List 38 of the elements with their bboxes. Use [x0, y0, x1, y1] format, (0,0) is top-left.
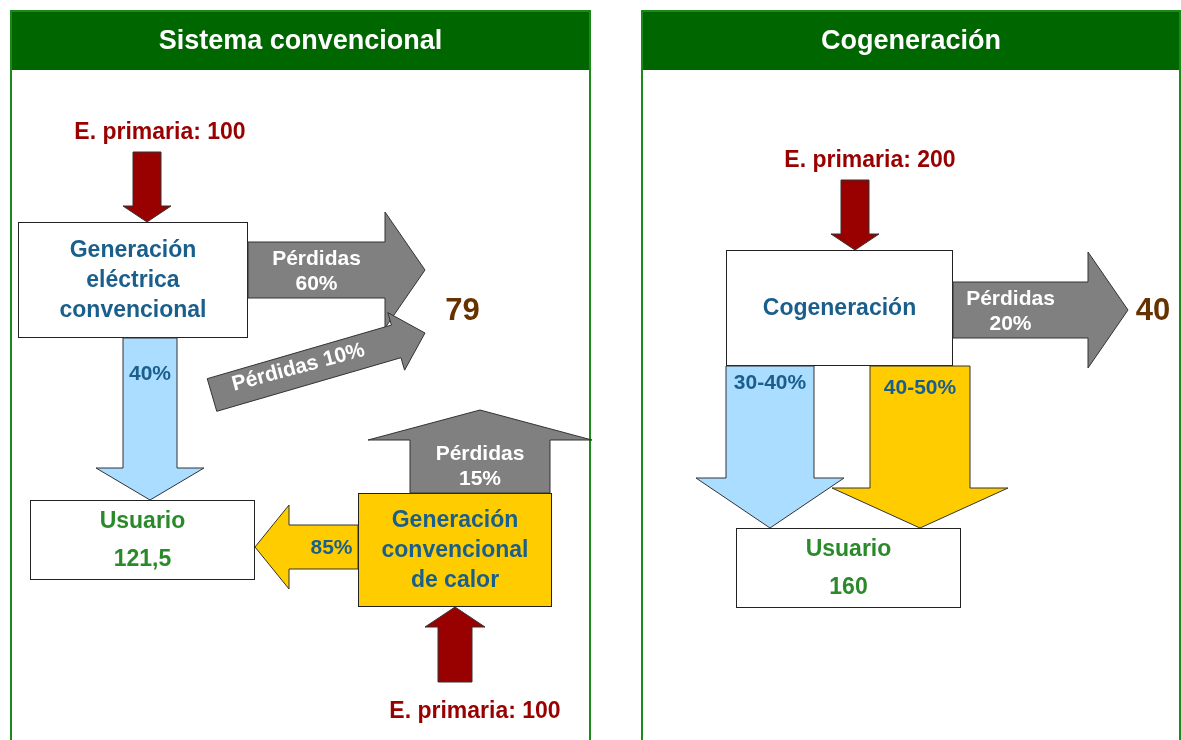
node-text: 79: [445, 290, 480, 329]
node-text: E. primaria: 200: [784, 145, 956, 175]
block-arrow: [952, 251, 1129, 369]
node-text: Generación eléctrica convencional: [58, 235, 208, 324]
user-box: [736, 528, 961, 608]
edge-label: Pérdidas 20%: [965, 284, 1056, 336]
node-text: Usuario 160: [804, 534, 893, 601]
panel: [10, 10, 591, 740]
panel-heading: Cogeneración: [643, 12, 1179, 70]
edge-label: Pérdidas 15%: [434, 439, 526, 490]
node-text: Cogeneración: [762, 293, 917, 323]
edge-label: 85%: [310, 534, 353, 560]
user-box: [30, 500, 255, 580]
node-text: E. primaria: 100: [74, 117, 246, 147]
block-arrow: [424, 606, 486, 683]
block-arrow: [695, 365, 845, 529]
block-arrow: [831, 365, 1009, 529]
block-arrow: [367, 409, 593, 494]
edge-label: 30-40%: [733, 369, 807, 395]
process-box: [726, 250, 953, 366]
block-arrow: [830, 179, 880, 251]
edge-label: 40%: [129, 360, 171, 386]
block-arrow: [122, 151, 172, 223]
block-arrow: [254, 504, 359, 590]
block-arrow: [247, 211, 426, 329]
panel-heading: Sistema convencional: [12, 12, 589, 70]
block-arrow: [206, 312, 426, 412]
node-text: Usuario 121,5: [98, 506, 187, 573]
panel: [641, 10, 1181, 740]
block-arrow: [95, 337, 205, 501]
node-text: E. primaria: 100: [389, 696, 561, 726]
edge-label: Pérdidas 60%: [271, 244, 362, 296]
node-text: 40: [1135, 290, 1171, 329]
edge-label: Pérdidas 10%: [228, 336, 368, 397]
process-box: [358, 493, 552, 607]
node-text: Generación convencional de calor: [380, 505, 530, 594]
process-box: [18, 222, 248, 338]
edge-label: 40-50%: [883, 374, 957, 400]
